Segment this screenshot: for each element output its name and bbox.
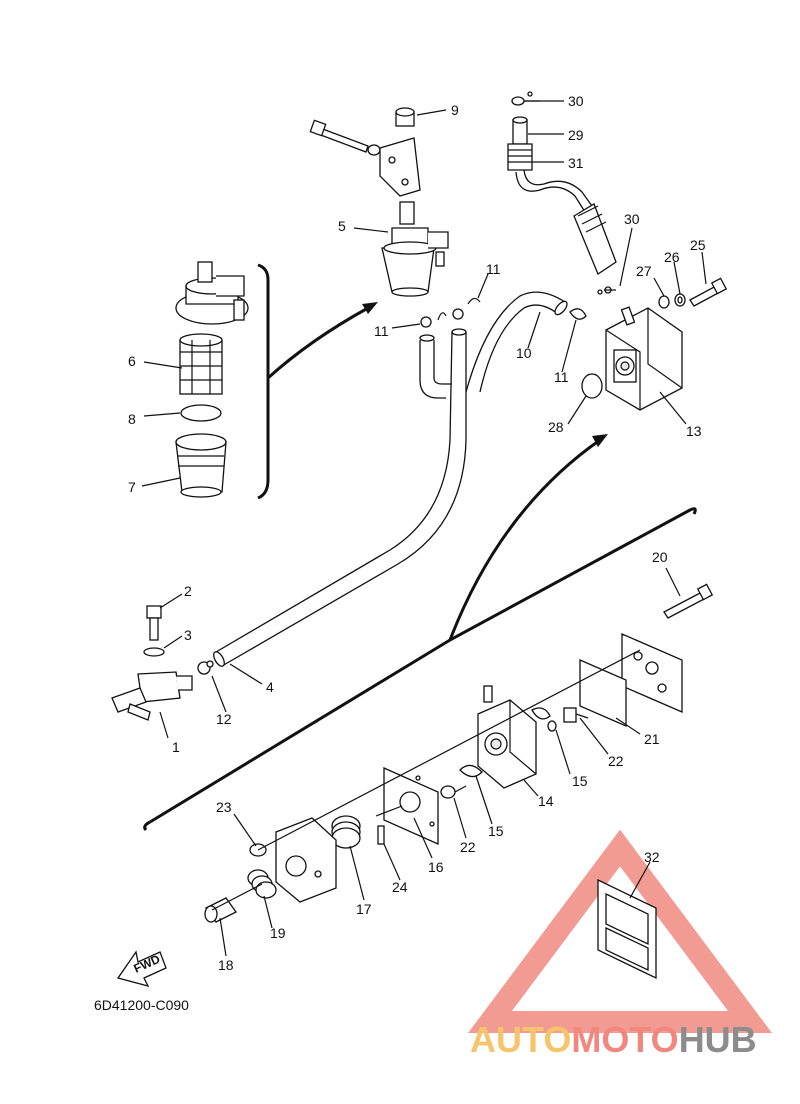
- callout-1: 1: [172, 739, 180, 755]
- fuel-hose-loop: [419, 328, 467, 399]
- exploded-axis-lines: [211, 649, 641, 911]
- callout-2: 2: [184, 583, 192, 599]
- callout-32: 32: [644, 849, 660, 865]
- screw-25: [689, 277, 728, 307]
- callout-11-left: 11: [374, 323, 389, 339]
- nut-9: [395, 107, 415, 127]
- plunger-18: [204, 897, 237, 923]
- divider-line-start: [143, 820, 151, 832]
- clip-30-top: [511, 91, 540, 106]
- o-ring-28: [581, 373, 603, 399]
- arrow-to-pump: [448, 438, 601, 641]
- callout-22-left: 22: [460, 839, 476, 855]
- callout-22-right: 22: [608, 753, 624, 769]
- callout-6: 6: [128, 353, 136, 369]
- gasket-21: [579, 659, 627, 727]
- valve-15-left: [459, 764, 483, 778]
- arrow-to-pump-head: [592, 434, 608, 447]
- valve-15-right: [531, 707, 557, 732]
- callout-10: 10: [516, 345, 532, 361]
- hose-connector: [573, 203, 617, 275]
- callout-17: 17: [356, 901, 372, 917]
- callout-13: 13: [686, 423, 702, 439]
- callout-7: 7: [128, 479, 136, 495]
- spring-17: [331, 815, 361, 849]
- fuel-joint-1: [111, 671, 193, 721]
- callout-30-top: 30: [568, 93, 584, 109]
- screw-20: [663, 583, 714, 619]
- leader-lines: [141, 100, 707, 957]
- clip-30-mid: [597, 286, 616, 295]
- screw-22-left: [440, 785, 467, 799]
- callout-29: 29: [568, 127, 584, 143]
- callout-14: 14: [538, 793, 554, 809]
- callout-25: 25: [690, 237, 706, 253]
- callout-15-left: 15: [488, 823, 504, 839]
- pump-body-14: [477, 685, 537, 789]
- watermark-part-a: AUTO: [470, 1019, 571, 1060]
- callout-31: 31: [568, 155, 584, 171]
- diaphragm-16: [375, 766, 439, 846]
- washer-27: [658, 295, 670, 309]
- callout-4: 4: [266, 679, 274, 695]
- callout-8: 8: [128, 411, 136, 427]
- callout-11-right: 11: [554, 369, 569, 385]
- bolt-2: [146, 605, 162, 641]
- clips-11: [420, 297, 481, 328]
- fuel-hose-top: [515, 169, 593, 213]
- callout-18: 18: [218, 957, 234, 973]
- watermark-logo: AUTOMOTOHUB: [470, 1019, 757, 1060]
- callout-26: 26: [664, 249, 680, 265]
- callout-23: 23: [216, 799, 232, 815]
- callout-11-top: 11: [486, 261, 501, 277]
- filter-cap-inset: [175, 261, 249, 325]
- bracket: [379, 137, 421, 197]
- screw-22-right: [563, 707, 589, 723]
- callout-27: 27: [636, 263, 652, 279]
- bolt-9: [309, 119, 381, 156]
- callout-5: 5: [338, 218, 346, 234]
- fuel-filter-5: [381, 201, 449, 297]
- watermark-text: AUTOMOTOHUB: [470, 1019, 757, 1060]
- callout-9: 9: [451, 102, 459, 118]
- callout-24: 24: [392, 879, 408, 895]
- clip-12: [197, 660, 214, 675]
- callout-15-right: 15: [572, 773, 588, 789]
- fuel-hose-10: [465, 291, 568, 393]
- callout-3: 3: [184, 627, 192, 643]
- fwd-arrow: FWD: [116, 950, 167, 987]
- washer-3: [143, 647, 165, 657]
- arrow-to-filter: [266, 306, 369, 380]
- diagram-code: 6D41200-C090: [94, 997, 189, 1013]
- gasket-32: [597, 878, 657, 980]
- callout-16: 16: [428, 859, 444, 875]
- callout-12: 12: [216, 711, 232, 727]
- washer-26: [674, 293, 686, 307]
- clip-11-right: [569, 308, 587, 320]
- arrow-to-filter-head: [362, 302, 378, 314]
- callout-30-mid: 30: [624, 211, 640, 227]
- watermark-part-b: MOTO: [571, 1019, 678, 1060]
- fuel-pump-13: [605, 306, 683, 411]
- callout-28: 28: [548, 419, 564, 435]
- callout-21: 21: [644, 731, 660, 747]
- divider-line: [149, 507, 697, 824]
- callout-19: 19: [270, 925, 286, 941]
- inset-bracket: [257, 263, 270, 500]
- o-ring-8: [180, 404, 222, 422]
- cover-21: [621, 633, 683, 713]
- callout-20: 20: [652, 549, 668, 565]
- filter-cup-7: [175, 433, 227, 498]
- housing-pump: [275, 817, 337, 903]
- filter-element-6: [179, 333, 223, 395]
- watermark-part-c: HUB: [679, 1019, 757, 1060]
- fitting-29: [507, 116, 533, 171]
- pin-24: [377, 825, 385, 845]
- watermark-triangle: [468, 829, 772, 1033]
- fuel-hose-4: [213, 331, 467, 667]
